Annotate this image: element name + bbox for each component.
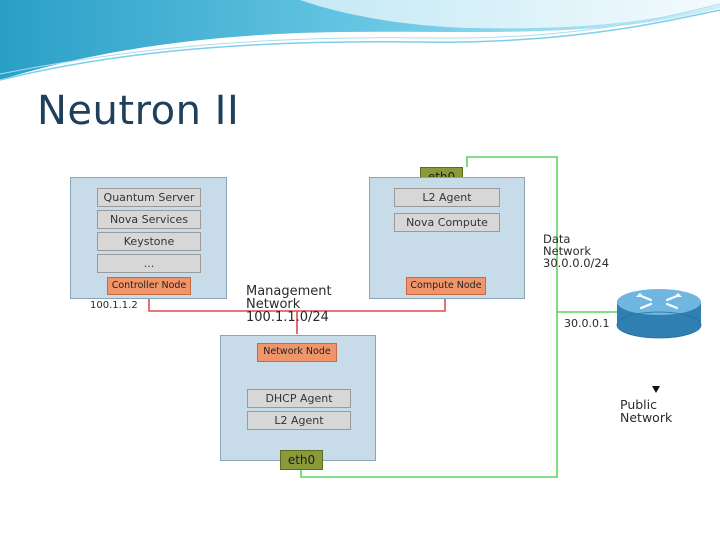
service-more: ... [97, 254, 201, 273]
router-ip: 30.0.0.1 [564, 318, 609, 329]
slide-title: Neutron II [37, 88, 239, 134]
service-quantum-server: Quantum Server [97, 188, 201, 207]
service-l2-agent-compute: L2 Agent [394, 188, 500, 207]
service-keystone: Keystone [97, 232, 201, 251]
service-nova-services: Nova Services [97, 210, 201, 229]
network-node: Network Node DHCP Agent L2 Agent [220, 335, 376, 461]
controller-node: Quantum Server Nova Services Keystone ..… [70, 177, 227, 299]
network-diagram: Quantum Server Nova Services Keystone ..… [52, 144, 708, 482]
management-network-label: Management Network 100.1.1.0/24 [246, 285, 332, 324]
network-node-eth0: eth0 [280, 450, 323, 470]
service-nova-compute: Nova Compute [394, 213, 500, 232]
compute-node: L2 Agent Nova Compute Compute Node [369, 177, 525, 299]
compute-node-label: Compute Node [406, 277, 486, 295]
router-icon [617, 289, 701, 338]
header-swoosh-decoration [0, 0, 720, 90]
data-network-label: Data Network 30.0.0.0/24 [543, 233, 609, 269]
network-node-label: Network Node [257, 343, 337, 362]
service-l2-agent-network: L2 Agent [247, 411, 351, 430]
controller-node-label: Controller Node [107, 277, 191, 295]
service-dhcp-agent: DHCP Agent [247, 389, 351, 408]
controller-ip: 100.1.1.2 [90, 300, 138, 311]
public-network-label: Public Network [620, 398, 672, 424]
arrow-down-icon [652, 386, 660, 393]
